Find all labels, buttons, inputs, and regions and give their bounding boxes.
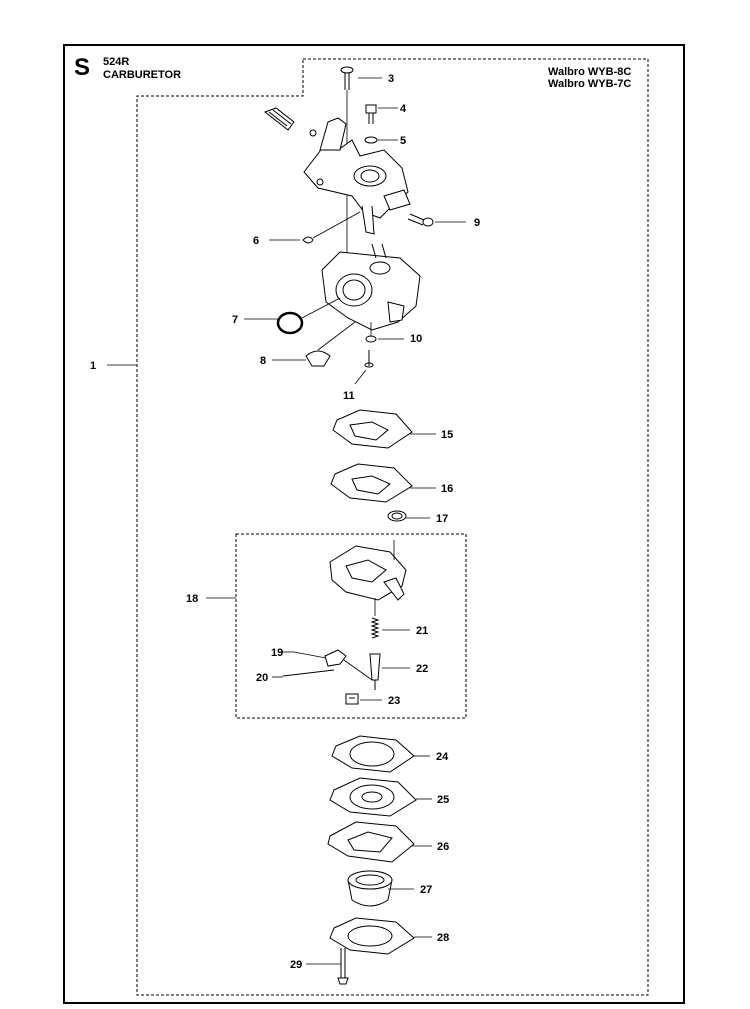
callout-7: 7 (232, 314, 238, 326)
part-filter-17 (387, 510, 407, 522)
page-title: CARBURETOR (103, 69, 182, 81)
callout-4: 4 (400, 103, 407, 115)
model-number: 524R (103, 56, 130, 68)
part-needle-11 (364, 350, 374, 368)
callout-28: 28 (437, 932, 449, 944)
callout-1: 1 (90, 360, 96, 372)
callout-23: 23 (388, 695, 400, 707)
section-letter: S (74, 54, 91, 81)
part-pin-20 (282, 669, 335, 677)
callout-11: 11 (343, 390, 355, 402)
part-oring-7 (276, 311, 304, 335)
part-carburetor-body (321, 243, 421, 331)
callout-17: 17 (436, 513, 448, 525)
part-washer-5 (364, 136, 378, 144)
part-screw-23 (345, 693, 359, 705)
part-metering-body-18 (329, 540, 407, 601)
part-spring-21 (370, 617, 380, 639)
part-oring-10 (365, 335, 377, 343)
callout-10: 10 (410, 333, 422, 345)
part-lever-19 (293, 649, 373, 681)
callout-22: 22 (416, 663, 428, 675)
callout-26: 26 (437, 841, 449, 853)
part-needle-22 (369, 653, 381, 690)
part-throttle-body (263, 107, 411, 235)
part-gasket-24 (331, 735, 415, 773)
callout-24: 24 (436, 751, 449, 763)
callout-20: 20 (256, 672, 268, 684)
callout-labels: 1 3 4 5 6 7 8 9 10 11 15 16 17 18 19 20 … (90, 73, 480, 971)
callout-27: 27 (420, 884, 432, 896)
part-screw-4 (365, 104, 377, 124)
part-cover-26 (327, 821, 415, 863)
callout-3: 3 (388, 73, 394, 85)
callout-25: 25 (437, 794, 449, 806)
callout-29: 29 (290, 959, 302, 971)
callout-9: 9 (474, 217, 480, 229)
assembly-boundary (136, 58, 649, 996)
part-gasket-15 (332, 409, 413, 449)
part-primer-27 (347, 870, 393, 907)
callout-6: 6 (253, 235, 259, 247)
callout-21: 21 (416, 625, 428, 637)
carburetor-model-1: Walbro WYB-8C (548, 66, 632, 78)
callout-5: 5 (400, 135, 406, 147)
part-plate-28 (329, 917, 415, 955)
carburetor-model-2: Walbro WYB-7C (548, 78, 632, 90)
subassembly-boundary (235, 533, 467, 719)
page-frame (63, 44, 685, 1004)
part-screw-9 (407, 213, 434, 227)
part-gasket-16 (330, 463, 413, 503)
callout-16: 16 (441, 483, 453, 495)
part-screw-29 (337, 948, 349, 985)
callout-19: 19 (271, 647, 283, 659)
part-clip-6 (302, 211, 361, 244)
part-screen-8 (305, 321, 356, 367)
part-diaphragm-25 (329, 777, 417, 817)
callout-18: 18 (186, 593, 198, 605)
leader-lines (107, 77, 466, 965)
callout-15: 15 (441, 429, 453, 441)
callout-8: 8 (260, 355, 266, 367)
